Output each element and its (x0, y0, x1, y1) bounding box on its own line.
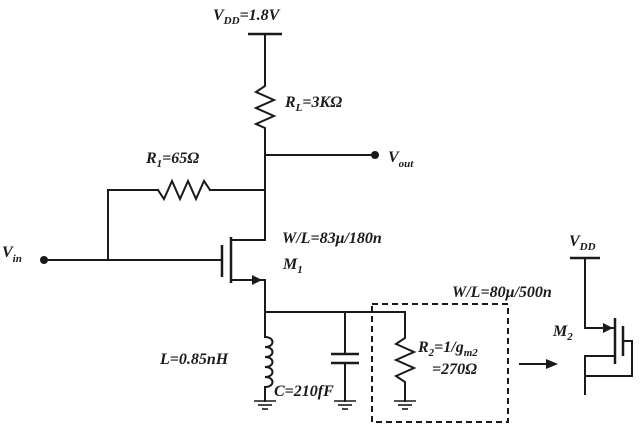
vdd-top-label: VDD=1.8V (213, 7, 281, 27)
capacitor-c (331, 311, 359, 402)
vin-label: Vin (2, 244, 22, 265)
feedback-resistor-r1 (107, 178, 266, 261)
vdd-right-label: VDD (569, 233, 596, 253)
r2-label-line1: R2=1/gm2 (417, 339, 478, 359)
vout-node (264, 151, 379, 159)
ground-capacitor (334, 400, 356, 410)
ground-r2 (394, 400, 416, 410)
capacitor-label: C=210fF (274, 383, 334, 400)
r1-label: R1=65Ω (145, 150, 199, 170)
vin-input (40, 256, 223, 264)
inductor-l (263, 311, 274, 402)
equivalence-arrow (519, 359, 558, 369)
m2-label: M2 (552, 323, 573, 343)
r2-label-line2: =270Ω (432, 361, 477, 378)
ground-inductor (254, 400, 276, 410)
resistor-r2 (393, 311, 417, 402)
inductor-label: L=0.85nH (159, 351, 229, 368)
vout-label: Vout (388, 149, 414, 170)
transistor-m2 (584, 299, 633, 395)
m1-wl-label: W/L=83μ/180n (282, 230, 382, 247)
vdd-supply-top (248, 32, 282, 79)
m2-wl-label: W/L=80μ/500n (452, 284, 552, 301)
r2-equivalent-box (371, 303, 509, 423)
load-resistor-rl (253, 77, 277, 201)
vdd-supply-right (570, 256, 600, 301)
rl-label: RL=3KΩ (284, 94, 342, 114)
m1-label: M1 (282, 256, 303, 276)
transistor-m1 (220, 199, 266, 313)
